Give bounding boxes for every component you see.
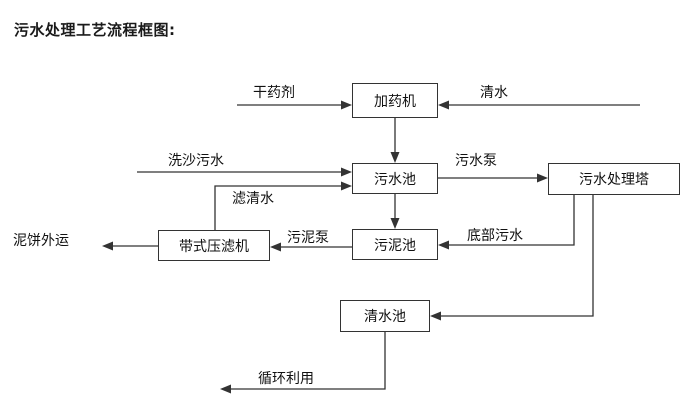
- terminal-clean-water-in: 清水: [480, 85, 508, 101]
- terminal-sand-washing-sewage: 洗沙污水: [168, 153, 224, 169]
- node-treatment-tower[interactable]: 污水处理塔: [548, 163, 680, 195]
- node-label-sludge-pool: 污泥池: [374, 237, 416, 254]
- node-label-belt-filter-press: 带式压滤机: [179, 238, 249, 255]
- edge-label-recycle-reuse: 循环利用: [258, 371, 314, 387]
- node-sewage-pool[interactable]: 污水池: [352, 163, 438, 194]
- edge-tower-to-clean-pool: [438, 195, 594, 317]
- arrowhead-sewage-pump: [537, 173, 548, 183]
- node-label-clean-water-pool: 清水池: [364, 309, 406, 325]
- terminal-dry-agent: 干药剂: [253, 85, 295, 101]
- terminal-mud-cake-out: 泥饼外运: [13, 233, 69, 249]
- edge-bottom-sewage-to-sludge: [446, 195, 575, 246]
- edge-clean-pool-to-recycle: [228, 332, 386, 390]
- arrowhead-sewage-to-sludge: [390, 218, 400, 229]
- arrowhead-sand-sewage: [341, 167, 352, 177]
- node-sludge-pool[interactable]: 污泥池: [352, 229, 438, 260]
- page-title: 污水处理工艺流程框图:: [14, 21, 176, 39]
- arrowhead-dosing-to-sewage: [390, 152, 400, 163]
- arrowhead-tower-to-clean: [430, 311, 441, 321]
- arrowhead-filtered-water: [341, 181, 352, 191]
- node-label-treatment-tower: 污水处理塔: [579, 172, 649, 188]
- node-label-dosing-machine: 加药机: [374, 93, 416, 110]
- arrowhead-dry-agent: [341, 100, 352, 110]
- node-label-sewage-pool: 污水池: [374, 171, 416, 188]
- edge-label-sewage-pump: 污水泵: [455, 153, 497, 169]
- arrowhead-mudcake: [102, 241, 113, 251]
- node-clean-water-pool[interactable]: 清水池: [340, 300, 430, 332]
- edge-filtered-water-to-pool: [214, 185, 344, 230]
- edge-label-bottom-sewage: 底部污水: [467, 228, 523, 244]
- arrowhead-sludge-pump: [270, 242, 281, 252]
- node-belt-filter-press[interactable]: 带式压滤机: [158, 230, 270, 261]
- arrowhead-bottom-sewage: [438, 240, 449, 250]
- arrowhead-recycle: [220, 384, 231, 394]
- edge-label-sludge-pump: 污泥泵: [287, 230, 329, 246]
- arrowhead-clean-water: [438, 100, 449, 110]
- edge-label-filtered-clear-water: 滤清水: [232, 191, 274, 207]
- node-dosing-machine[interactable]: 加药机: [352, 83, 438, 118]
